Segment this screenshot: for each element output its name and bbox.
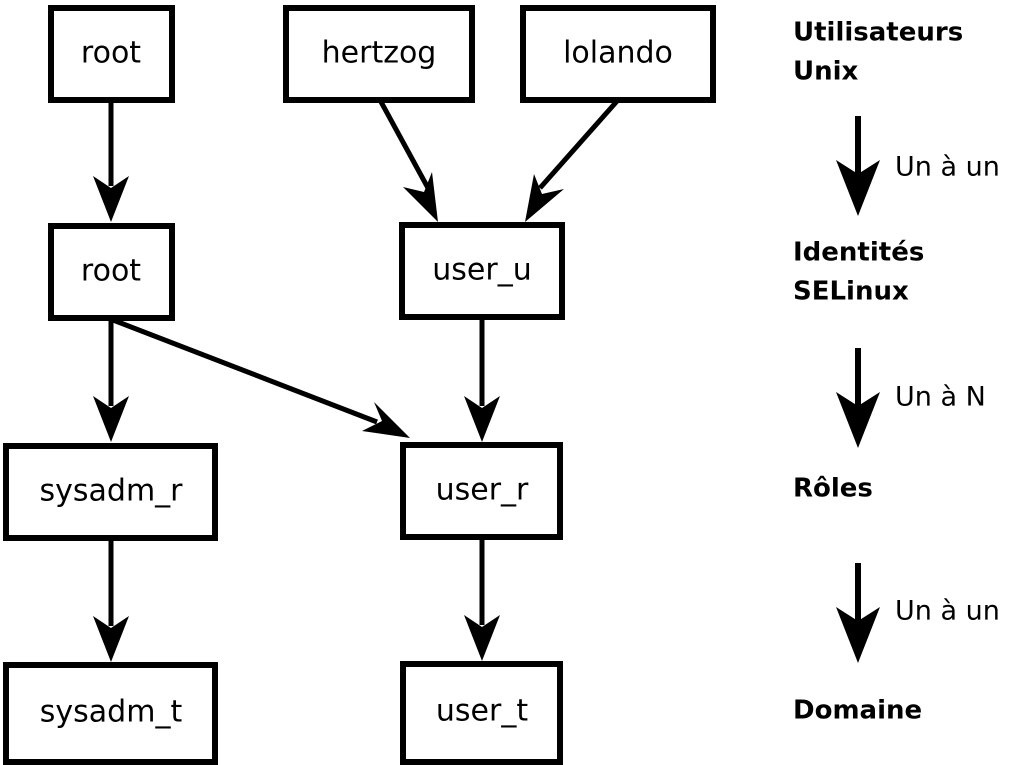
- node-user-r-role-label: user_r: [436, 473, 529, 508]
- node-root-identity[interactable]: root: [48, 223, 175, 321]
- legend-level-domain: Domaine: [793, 696, 922, 726]
- edge-lolando-to-user-u: [525, 98, 620, 222]
- row-domains: sysadm_t user_t: [3, 661, 563, 765]
- edge-root-unix-to-root-identity: [93, 100, 129, 222]
- node-hertzog-unix-label: hertzog: [322, 36, 437, 71]
- row-roles: sysadm_r user_r: [3, 442, 563, 541]
- node-sysadm-t-domain-label: sysadm_t: [40, 695, 183, 730]
- legend-column: Utilisateurs Unix Un à un Identités SELi…: [793, 18, 1000, 726]
- row-unix-users: root hertzog lolando: [48, 5, 716, 103]
- node-root-unix[interactable]: root: [48, 5, 175, 103]
- legend-arrow-2: Un à N: [836, 348, 986, 448]
- node-user-u-identity[interactable]: user_u: [399, 222, 565, 320]
- edge-layer: [93, 98, 620, 662]
- edge-hertzog-to-user-u: [377, 98, 438, 222]
- legend-arrow-3-label: Un à un: [895, 596, 1000, 627]
- legend-level-unix-users-line2: Unix: [793, 57, 859, 87]
- edge-sysadm-r-to-sysadm-t: [93, 541, 129, 662]
- legend-level-unix-users-line1: Utilisateurs: [793, 18, 963, 48]
- legend-level-selinux-identities-line1: Identités: [793, 238, 924, 268]
- edge-user-r-to-user-t: [464, 540, 500, 661]
- legend-level-selinux-identities-line2: SELinux: [793, 277, 909, 307]
- node-user-r-role[interactable]: user_r: [400, 442, 563, 540]
- node-user-u-identity-label: user_u: [432, 253, 531, 288]
- node-user-t-domain-label: user_t: [436, 694, 528, 729]
- node-sysadm-r-role[interactable]: sysadm_r: [3, 443, 218, 541]
- legend-level-roles-line1: Rôles: [793, 474, 873, 504]
- node-hertzog-unix[interactable]: hertzog: [283, 5, 475, 103]
- legend-level-selinux-identities: Identités SELinux: [793, 238, 924, 307]
- legend-level-roles: Rôles: [793, 474, 873, 504]
- legend-arrow-3: Un à un: [836, 563, 1000, 663]
- node-root-identity-label: root: [81, 254, 141, 289]
- legend-arrow-1: Un à un: [836, 116, 1000, 216]
- node-lolando-unix[interactable]: lolando: [520, 5, 716, 103]
- node-lolando-unix-label: lolando: [563, 36, 673, 71]
- edge-root-identity-to-sysadm-r: [93, 320, 129, 442]
- node-sysadm-r-role-label: sysadm_r: [40, 474, 184, 509]
- legend-arrow-2-label: Un à N: [895, 382, 986, 413]
- legend-level-domain-line1: Domaine: [793, 696, 922, 726]
- row-selinux-identities: root user_u: [48, 222, 565, 321]
- edge-root-identity-to-user-r: [112, 317, 410, 438]
- edge-user-u-to-user-r: [464, 320, 500, 442]
- node-root-unix-label: root: [81, 36, 141, 71]
- legend-arrow-1-label: Un à un: [895, 152, 1000, 183]
- legend-level-unix-users: Utilisateurs Unix: [793, 18, 963, 87]
- node-sysadm-t-domain[interactable]: sysadm_t: [3, 662, 218, 765]
- node-user-t-domain[interactable]: user_t: [400, 661, 563, 765]
